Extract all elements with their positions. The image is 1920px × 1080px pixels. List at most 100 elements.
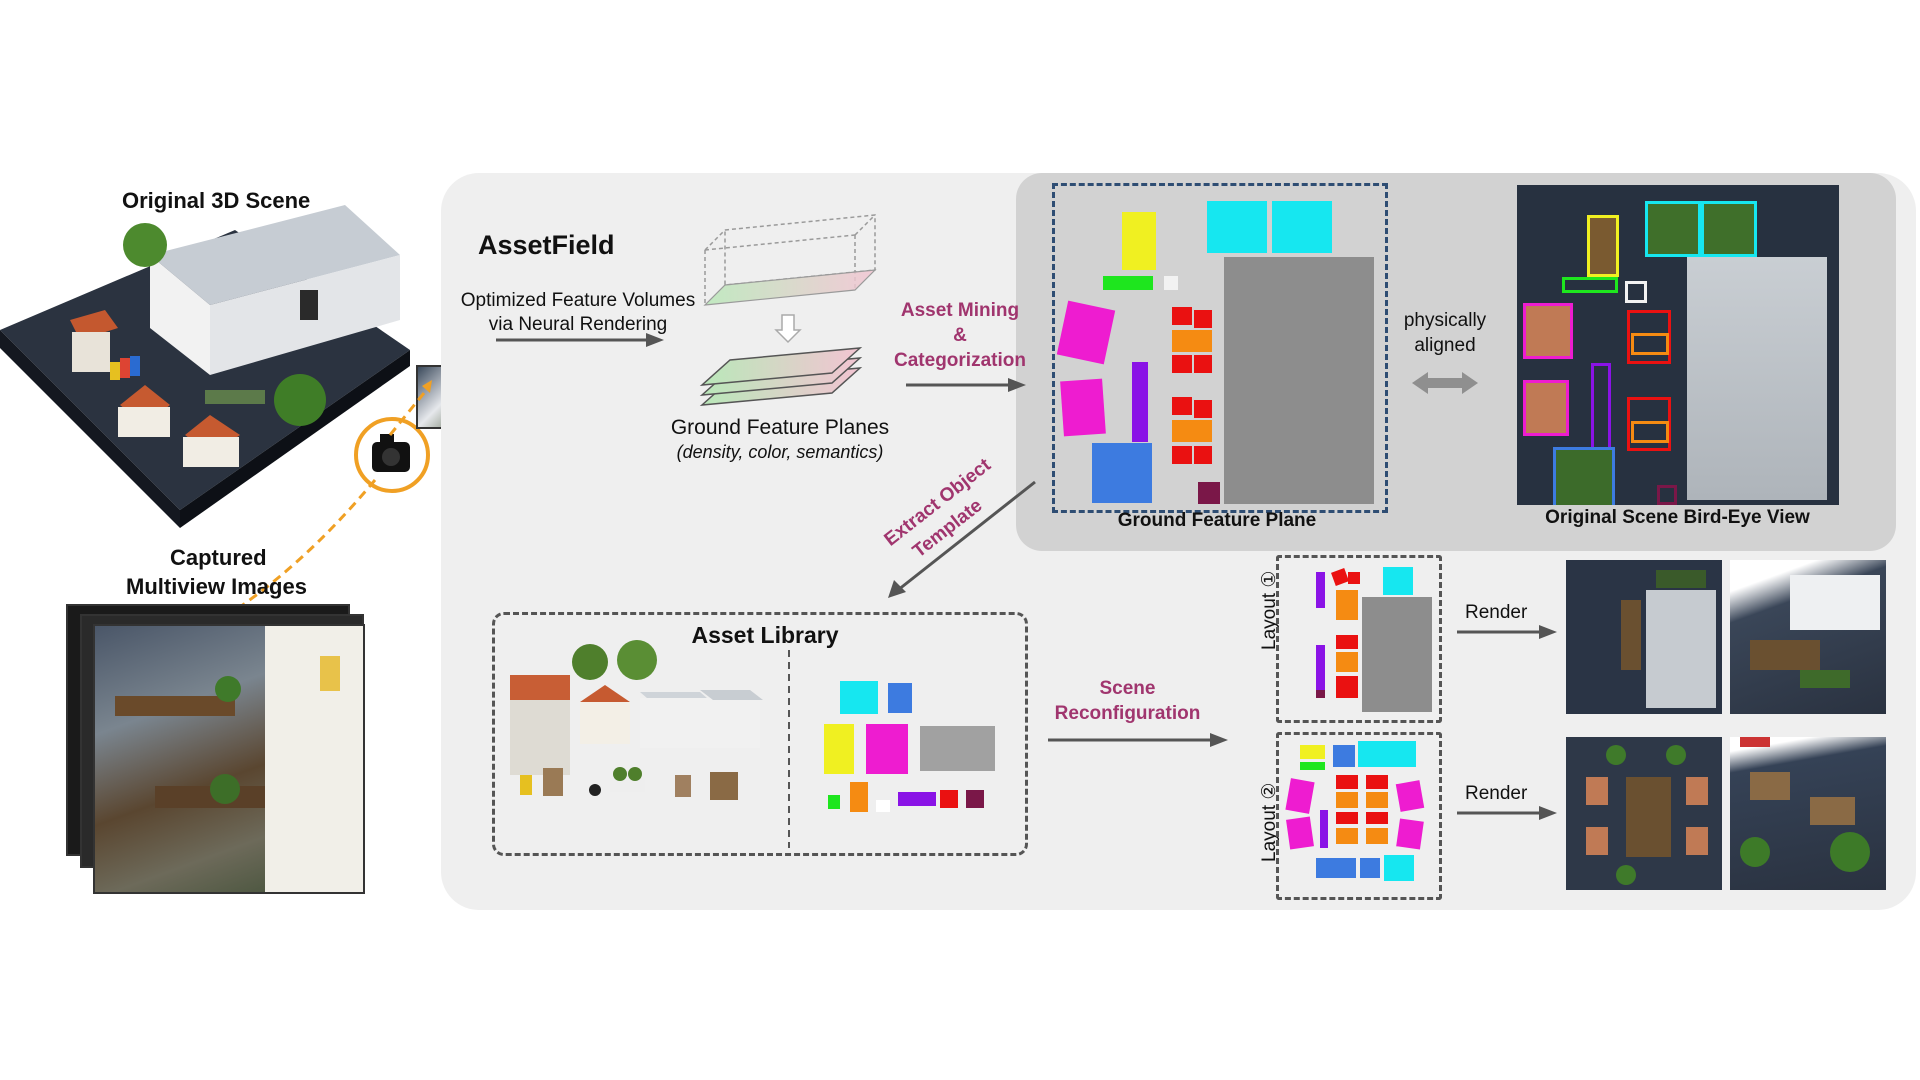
l2-magenta — [1395, 780, 1425, 812]
asset-mining-line3: Categorization — [894, 350, 1026, 371]
l2-purple — [1320, 810, 1328, 848]
layout2-render-perspective — [1730, 737, 1886, 890]
original-3d-scene-illustration — [0, 205, 410, 528]
l1-orange — [1336, 652, 1358, 672]
l2-orange — [1366, 792, 1388, 808]
gfp-red-chair — [1194, 355, 1212, 373]
optimized-volumes-line2: via Neural Rendering — [488, 314, 668, 335]
l2-yellow — [1300, 745, 1325, 759]
render-arrow-1 — [1457, 625, 1557, 639]
gfp-white-block — [1164, 276, 1178, 290]
arrow-to-ground-plane — [906, 378, 1026, 392]
l1-gray — [1362, 597, 1432, 712]
gfp-building-gray — [1224, 257, 1374, 504]
lib-orange-template — [850, 782, 868, 812]
assetfield-title: AssetField — [478, 230, 615, 260]
render-arrow-2 — [1457, 806, 1557, 820]
gfp-purple-block — [1132, 362, 1148, 442]
double-arrow — [1412, 372, 1478, 394]
lib-yellow-template — [824, 724, 854, 774]
lib-gray-template — [920, 726, 995, 771]
asset-library-divider — [788, 650, 790, 848]
l2-red — [1336, 812, 1358, 824]
optimized-volumes-line1: Optimized Feature Volumes — [460, 290, 696, 311]
gfp-red-chair — [1172, 446, 1192, 464]
ground-feature-plane-box — [1052, 183, 1388, 513]
l2-orange — [1336, 828, 1358, 844]
lib-blue-template — [888, 683, 912, 713]
lib-cyan-template — [840, 681, 878, 714]
multiview-image-front — [93, 624, 365, 894]
arrow-to-planes — [496, 333, 664, 347]
asset-mining-line1: Asset Mining — [900, 300, 1020, 321]
l1-maroon — [1316, 690, 1325, 698]
l2-cyan — [1384, 855, 1414, 881]
l2-blue — [1333, 745, 1355, 767]
l2-red — [1366, 812, 1388, 824]
gfp-yellow-block — [1122, 212, 1156, 270]
physically-aligned-line2: aligned — [1414, 335, 1476, 356]
l2-magenta — [1286, 816, 1314, 850]
gfp-green-block — [1103, 276, 1153, 290]
physically-aligned-line1: physically — [1403, 310, 1487, 331]
scene-reconfig-line1: Scene — [1099, 678, 1156, 699]
l1-red — [1336, 676, 1358, 698]
lib-maroon-template — [966, 790, 984, 808]
captured-title-line1: Captured — [170, 545, 267, 570]
l2-cyan — [1358, 741, 1416, 767]
render-label-1: Render — [1465, 602, 1528, 623]
gfp-red-chair — [1194, 400, 1212, 418]
ground-feature-planes-subtitle: (density, color, semantics) — [676, 442, 884, 462]
arrow-to-layouts — [1048, 733, 1228, 747]
gfp-red-chair — [1194, 310, 1212, 328]
l2-orange — [1366, 828, 1388, 844]
lib-magenta-template — [866, 724, 908, 774]
asset-library-box — [492, 612, 1028, 856]
l1-red — [1348, 572, 1360, 584]
ground-feature-plane-label: Ground Feature Plane — [1117, 510, 1317, 531]
lib-purple-template — [898, 792, 936, 806]
gfp-maroon-block — [1198, 482, 1220, 504]
l1-purple — [1316, 572, 1325, 608]
gfp-magenta-block — [1060, 378, 1106, 437]
captured-title-line2: Multiview Images — [126, 574, 307, 599]
l2-green — [1300, 762, 1325, 770]
feature-volume-planes-illustration — [699, 214, 877, 406]
gfp-red-chair — [1172, 355, 1192, 373]
l2-blue — [1360, 858, 1380, 878]
l2-red — [1366, 775, 1388, 789]
camera-icon — [354, 417, 430, 493]
gfp-orange-table — [1172, 420, 1212, 442]
layout2-render-topdown — [1566, 737, 1722, 890]
gfp-red-chair — [1194, 446, 1212, 464]
ground-feature-planes-title: Ground Feature Planes — [670, 416, 890, 439]
original-scene-title: Original 3D Scene — [122, 188, 311, 213]
asset-library-3d-assets — [510, 640, 763, 800]
gfp-cyan-block — [1272, 201, 1332, 253]
birdseye-view-image — [1517, 185, 1839, 505]
l2-red — [1336, 775, 1358, 789]
render-label-2: Render — [1465, 783, 1528, 804]
gfp-blue-block — [1092, 443, 1152, 503]
gfp-cyan-block — [1207, 201, 1267, 253]
birdseye-view-label: Original Scene Bird-Eye View — [1545, 507, 1810, 528]
layout1-box — [1276, 555, 1442, 723]
gfp-red-chair — [1172, 307, 1192, 325]
l2-blue — [1316, 858, 1356, 878]
l1-cyan — [1383, 567, 1413, 595]
asset-mining-line2: & — [953, 325, 967, 346]
lib-white-template — [876, 800, 890, 812]
gfp-orange-table — [1172, 330, 1212, 352]
l1-orange — [1336, 590, 1358, 620]
l1-red — [1336, 635, 1358, 649]
layout1-render-topdown — [1566, 560, 1722, 714]
scene-reconfig-line2: Reconfiguration — [1054, 703, 1201, 724]
lib-red-template — [940, 790, 958, 808]
lib-green-template — [828, 795, 840, 809]
gfp-red-chair — [1172, 397, 1192, 415]
l2-orange — [1336, 792, 1358, 808]
layout1-render-perspective — [1730, 560, 1886, 714]
asset-library-title: Asset Library — [691, 622, 839, 648]
arrow-to-asset-library — [888, 480, 1036, 598]
l1-purple — [1316, 645, 1325, 690]
